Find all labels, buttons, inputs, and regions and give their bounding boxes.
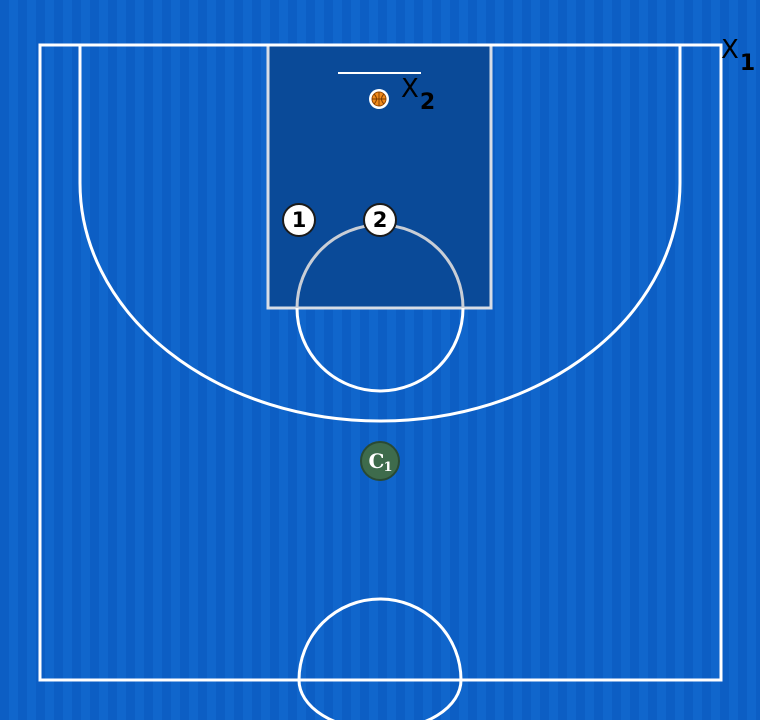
coach-marker[interactable]: C1 bbox=[360, 441, 400, 481]
offense-player-1[interactable]: 1 bbox=[282, 203, 316, 237]
coach-letter: C bbox=[368, 449, 385, 473]
three-point-line bbox=[78, 45, 682, 423]
basketball-icon bbox=[369, 89, 389, 109]
defender-number: 2 bbox=[419, 90, 436, 115]
defense-player-x1[interactable]: X1 bbox=[721, 35, 755, 76]
free-throw-circle-bottom bbox=[295, 307, 465, 393]
offense-player-2[interactable]: 2 bbox=[363, 203, 397, 237]
center-circle bbox=[297, 597, 463, 681]
court-boundary bbox=[38, 43, 723, 682]
defender-letter: X bbox=[401, 74, 419, 104]
center-circle-lower bbox=[297, 679, 463, 720]
defender-number: 1 bbox=[739, 51, 756, 76]
defender-letter: X bbox=[721, 35, 739, 65]
paint-area bbox=[266, 43, 493, 310]
coach-number: 1 bbox=[383, 460, 392, 475]
defense-player-x2[interactable]: X2 bbox=[401, 74, 435, 115]
